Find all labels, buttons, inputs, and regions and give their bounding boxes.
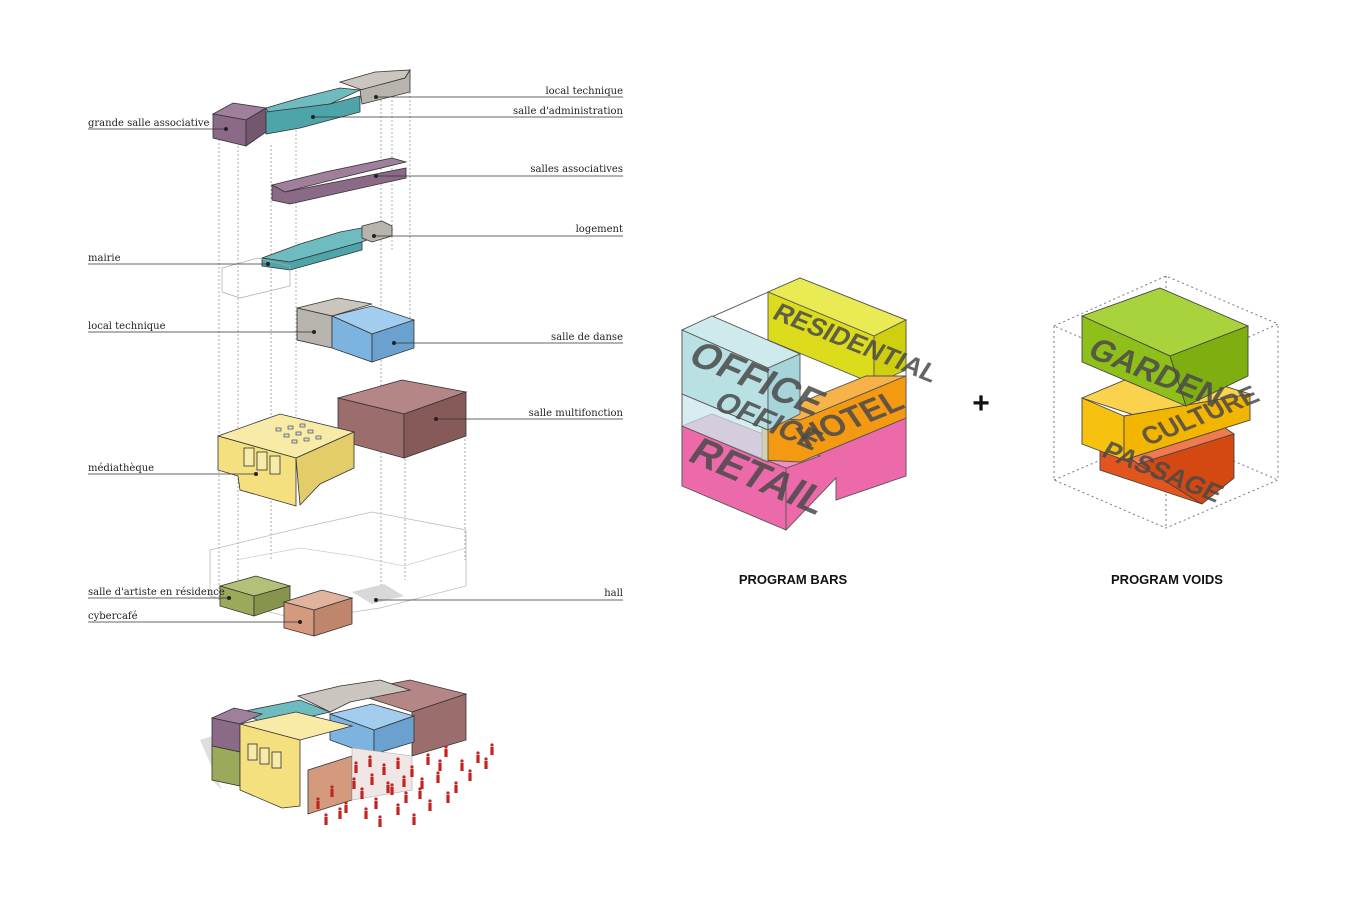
person-figure xyxy=(460,759,464,771)
person-figure xyxy=(418,787,422,799)
person-figure xyxy=(444,745,448,757)
label-salles-associatives: salles associatives xyxy=(530,164,623,175)
assembled-shadow xyxy=(200,736,222,790)
level-logement xyxy=(221,220,394,299)
person-figure xyxy=(364,807,368,819)
program-voids-caption: PROGRAM VOIDS xyxy=(1111,572,1223,587)
person-figure xyxy=(396,757,400,769)
label-local-technique-mid: local technique xyxy=(88,321,166,332)
person-figure xyxy=(412,813,416,825)
assembled-blue-side xyxy=(373,715,415,755)
person-figure xyxy=(344,801,348,813)
mediatheque-window xyxy=(269,455,281,475)
label-salle-administration: salle d'administration xyxy=(513,106,624,117)
person-figure xyxy=(338,807,342,819)
level-ground xyxy=(209,511,467,637)
person-figure xyxy=(324,813,328,825)
garden-side xyxy=(1169,325,1249,407)
label-mediatheque: médiathèque xyxy=(88,463,154,474)
person-figure xyxy=(370,773,374,785)
hotel-front xyxy=(761,375,907,463)
person-figure xyxy=(436,771,440,783)
person-figure xyxy=(316,797,320,809)
person-figure xyxy=(402,775,406,787)
label-mairie: mairie xyxy=(88,253,121,264)
level-danse xyxy=(296,297,416,363)
logement-gray-block xyxy=(361,220,393,243)
assembled-window xyxy=(247,743,258,761)
person-figure xyxy=(420,777,424,789)
person-figure xyxy=(352,777,356,789)
person-figure xyxy=(410,765,414,777)
passage-side xyxy=(1136,433,1235,505)
ground-outline-inner xyxy=(235,547,467,567)
person-figure xyxy=(476,751,480,763)
local-technique-top-block-front xyxy=(359,68,411,105)
person-figure xyxy=(390,783,394,795)
residential-side xyxy=(873,319,907,385)
leader-lines xyxy=(88,95,623,624)
mediatheque-window xyxy=(256,451,268,471)
person-figure xyxy=(396,803,400,815)
grande-salle-block-front xyxy=(212,113,247,147)
label-salle-multifonction: salle multifonction xyxy=(529,408,624,419)
person-figure xyxy=(468,769,472,781)
person-figure xyxy=(354,761,358,773)
office-side xyxy=(767,353,801,431)
salle-de-danse-side xyxy=(371,319,415,363)
label-grande-salle-associative: grande salle associative xyxy=(88,118,210,129)
person-figure xyxy=(428,799,432,811)
level-salles-associatives xyxy=(270,157,408,205)
cybercafe-side xyxy=(313,597,353,637)
person-figure xyxy=(368,755,372,767)
people-figures xyxy=(316,743,494,827)
assembled-building xyxy=(200,679,494,827)
person-figure xyxy=(360,787,364,799)
plus-sign: + xyxy=(972,387,990,420)
person-figure xyxy=(404,791,408,803)
person-figure xyxy=(382,763,386,775)
label-cybercafe: cybercafé xyxy=(88,611,138,622)
person-figure xyxy=(446,791,450,803)
hall-shadow xyxy=(352,584,404,604)
salles-associatives-front xyxy=(271,167,407,205)
person-figure xyxy=(490,743,494,755)
person-figure xyxy=(484,757,488,769)
label-logement: logement xyxy=(576,224,623,235)
person-figure xyxy=(374,797,378,809)
person-figure xyxy=(378,815,382,827)
skylights xyxy=(275,423,322,444)
assembled-olive-front xyxy=(211,745,241,787)
office-lower xyxy=(681,393,769,463)
person-figure xyxy=(330,785,334,797)
person-figure xyxy=(454,781,458,793)
multifonction-side xyxy=(403,391,467,459)
person-figure xyxy=(426,753,430,765)
culture-side xyxy=(1123,393,1251,461)
label-local-technique-top: local technique xyxy=(545,86,623,97)
person-figure xyxy=(438,759,442,771)
mediatheque-side xyxy=(295,431,355,506)
level-multifonction xyxy=(336,379,468,459)
mairie-outline xyxy=(221,257,291,299)
logement-front xyxy=(261,241,363,271)
level-top xyxy=(211,68,411,147)
program-bars-caption: PROGRAM BARS xyxy=(739,572,848,587)
labels: local technique salle d'administration g… xyxy=(88,86,624,622)
program-bars: RESIDENTIAL OFFICE OFFICE HOTEL RETAIL P… xyxy=(681,277,944,587)
mediatheque-window xyxy=(243,447,255,467)
label-salle-de-danse: salle de danse xyxy=(551,332,623,343)
assembled-window xyxy=(271,751,282,769)
label-salle-artiste: salle d'artiste en résidence xyxy=(88,587,225,598)
person-figure xyxy=(386,781,390,793)
level-mediatheque xyxy=(216,413,356,507)
program-voids: GARDEN CULTURE PASSAGE PROGRAM VOIDS xyxy=(1053,275,1280,587)
label-hall: hall xyxy=(604,588,623,599)
assembled-window xyxy=(259,747,270,765)
exploded-axonometric: local technique salle d'administration g… xyxy=(88,68,624,827)
